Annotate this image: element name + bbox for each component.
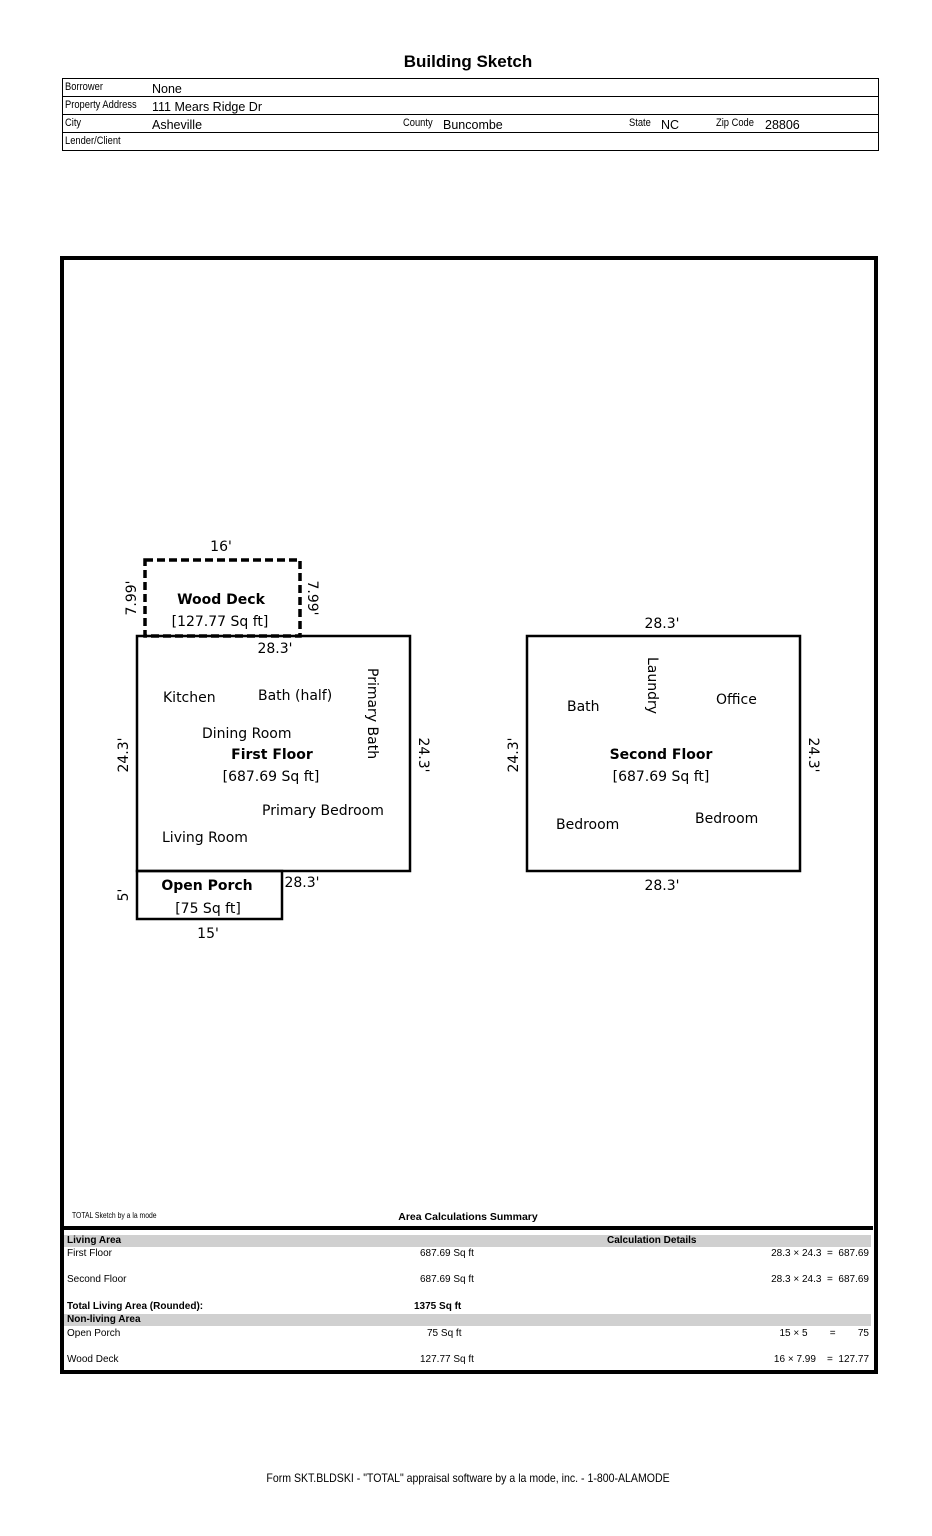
row-area: 687.69 Sq ft xyxy=(420,1248,474,1259)
row-name: Wood Deck xyxy=(67,1354,119,1365)
second-dim-left: 24.3' xyxy=(506,737,522,772)
deck-dim-left: 7.99' xyxy=(124,580,140,615)
room-label: Primary Bedroom xyxy=(262,803,384,819)
living-header-row: Living Area Calculation Details xyxy=(64,1235,871,1247)
first-floor-area: [687.69 Sq ft] xyxy=(223,769,320,785)
open-porch-outline xyxy=(135,869,284,921)
room-label: Living Room xyxy=(162,830,248,846)
city-row: City Asheville County Buncombe State NC … xyxy=(63,115,878,133)
sketch-credit: TOTAL Sketch by a la mode xyxy=(72,1211,157,1220)
room-label: Kitchen xyxy=(163,690,216,706)
state-label: State xyxy=(629,117,651,129)
room-label: Bedroom xyxy=(556,817,619,833)
lender-label: Lender/Client xyxy=(65,135,121,147)
second-dim-right: 24.3' xyxy=(805,737,821,772)
first-dim-top: 28.3' xyxy=(257,641,292,657)
second-floor-area: [687.69 Sq ft] xyxy=(613,769,710,785)
first-dim-bottom: 28.3' xyxy=(284,875,319,891)
room-label: Bath (half) xyxy=(258,688,332,704)
table-row: Open Porch 75 Sq ft 15 × 5 = 75 xyxy=(64,1328,871,1340)
summary-title: Area Calculations Summary xyxy=(398,1211,538,1223)
deck-label: Wood Deck xyxy=(177,592,265,608)
room-label: Laundry xyxy=(644,657,660,714)
state-value: NC xyxy=(661,118,680,132)
row-name: Open Porch xyxy=(67,1328,121,1339)
lender-row: Lender/Client xyxy=(63,133,878,150)
form-footer: Form SKT.BLDSKI - "TOTAL" appraisal soft… xyxy=(266,1471,670,1485)
room-label: Bath xyxy=(567,699,600,715)
row-area: 75 Sq ft xyxy=(427,1328,462,1339)
address-row: Property Address 111 Mears Ridge Dr xyxy=(63,97,878,115)
details-header: Calculation Details xyxy=(607,1235,697,1246)
property-info-table: Borrower None Property Address 111 Mears… xyxy=(62,78,879,151)
page-title: Building Sketch xyxy=(403,52,533,71)
row-calc: 15 × 5 = 75 xyxy=(779,1328,870,1339)
room-label: Dining Room xyxy=(202,726,292,742)
borrower-label: Borrower xyxy=(65,81,103,93)
city-value: Asheville xyxy=(152,118,203,132)
wood-deck-outline xyxy=(143,558,302,638)
borrower-row: Borrower None xyxy=(63,79,878,97)
city-label: City xyxy=(65,117,82,129)
porch-label: Open Porch xyxy=(161,878,252,894)
row-area: 127.77 Sq ft xyxy=(420,1354,474,1365)
deck-area: [127.77 Sq ft] xyxy=(172,614,269,630)
total-row: Total Living Area (Rounded): 1375 Sq ft xyxy=(64,1301,871,1313)
area-summary-table: Living Area Calculation Details First Fl… xyxy=(62,1226,873,1373)
table-row: Wood Deck 127.77 Sq ft 16 × 7.99 = 127.7… xyxy=(64,1354,871,1366)
zip-value: 28806 xyxy=(765,118,800,132)
porch-dim-left: 5' xyxy=(116,889,132,902)
first-floor-label: First Floor xyxy=(231,747,313,763)
total-label: Total Living Area (Rounded): xyxy=(67,1301,204,1312)
county-label: County xyxy=(403,117,433,129)
row-calc: 28.3 × 24.3 = 687.69 xyxy=(771,1248,869,1259)
row-area: 687.69 Sq ft xyxy=(420,1274,474,1285)
room-label: Primary Bath xyxy=(364,668,380,759)
deck-dim-right: 7.99' xyxy=(304,580,320,615)
room-label: Office xyxy=(716,692,757,708)
table-row: First Floor 687.69 Sq ft 28.3 × 24.3 = 6… xyxy=(64,1248,871,1260)
second-dim-top: 28.3' xyxy=(644,616,679,632)
table-row: Second Floor 687.69 Sq ft 28.3 × 24.3 = … xyxy=(64,1274,871,1286)
county-value: Buncombe xyxy=(443,118,503,132)
porch-area: [75 Sq ft] xyxy=(175,901,241,917)
living-header: Living Area xyxy=(67,1235,122,1246)
second-dim-bottom: 28.3' xyxy=(644,878,679,894)
first-dim-right: 24.3' xyxy=(415,737,431,772)
zip-label: Zip Code xyxy=(716,117,754,129)
row-name: First Floor xyxy=(67,1248,112,1259)
row-name: Second Floor xyxy=(67,1274,127,1285)
deck-dim-top: 16' xyxy=(210,539,232,555)
nonliving-header-row: Non-living Area xyxy=(64,1314,871,1326)
address-value: 111 Mears Ridge Dr xyxy=(152,100,262,114)
total-value: 1375 Sq ft xyxy=(414,1301,462,1312)
room-label: Bedroom xyxy=(695,811,758,827)
first-dim-left: 24.3' xyxy=(116,737,132,772)
borrower-value: None xyxy=(152,82,182,96)
sketch-frame xyxy=(60,256,878,1374)
second-floor-label: Second Floor xyxy=(610,747,713,763)
address-label: Property Address xyxy=(65,99,137,111)
nonliving-header: Non-living Area xyxy=(67,1314,141,1325)
row-calc: 16 × 7.99 = 127.77 xyxy=(773,1354,869,1365)
porch-dim-bottom: 15' xyxy=(197,926,219,942)
row-calc: 28.3 × 24.3 = 687.69 xyxy=(771,1274,869,1285)
second-floor-outline xyxy=(525,634,802,873)
